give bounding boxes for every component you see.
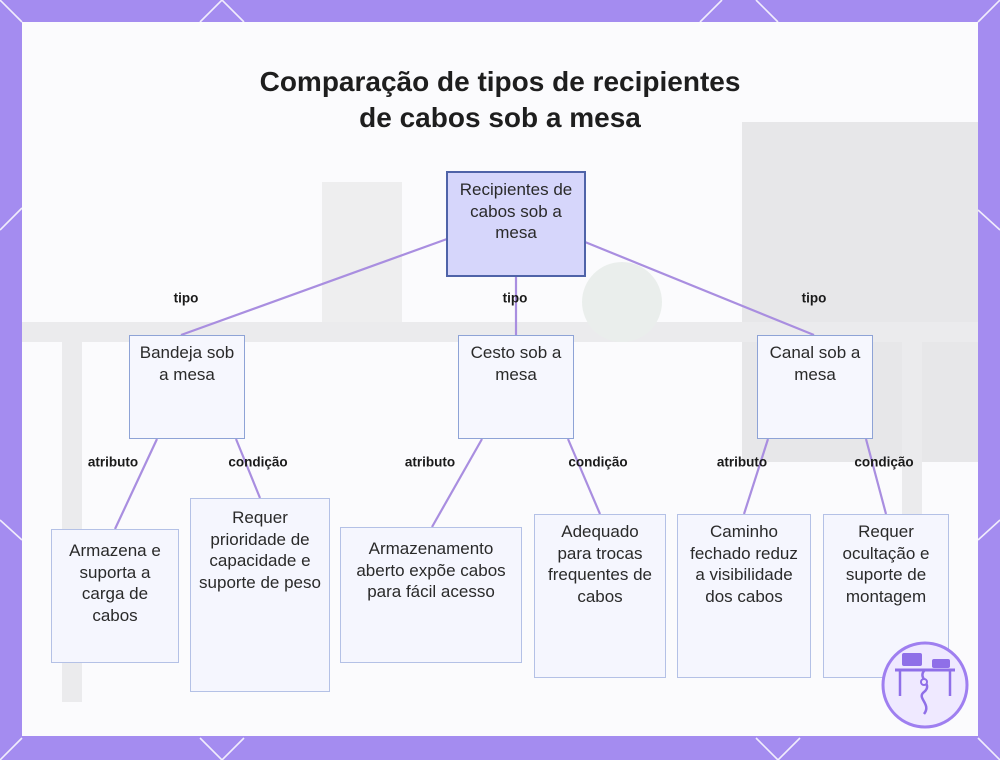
diagram-title: Comparação de tipos de recipientes de ca…: [259, 66, 741, 133]
edge-label-condicao: condição: [854, 454, 914, 470]
edge-label-condicao: condição: [228, 454, 288, 470]
edge-label-tipo: tipo: [173, 290, 199, 306]
edge-label-condicao: condição: [568, 454, 628, 470]
condition-node-label: Requer prioridade de capacidade e suport…: [199, 508, 321, 592]
edge-type-3-to-condition: [864, 438, 888, 515]
edge-type-3-to-attribute: [742, 438, 770, 515]
root-node: Recipientes de cabos sob a mesa: [446, 171, 586, 277]
type-node-label: Bandeja sob a mesa: [139, 343, 235, 384]
diagram-panel: Comparação de tipos de recipientes de ca…: [22, 22, 978, 736]
type-node-label: Cesto sob a mesa: [470, 343, 562, 384]
desk-cable-logo-icon: [881, 641, 969, 729]
attribute-node-label: Armazenamento aberto expõe cabos para fá…: [356, 539, 506, 601]
attribute-node-canal: Caminho fechado reduz a visibilidade dos…: [677, 514, 811, 678]
condition-node-bandeja: Requer prioridade de capacidade e suport…: [190, 498, 330, 692]
edge-label-atributo: atributo: [87, 454, 139, 470]
edge-label-tipo: tipo: [502, 290, 528, 306]
edge-root-to-type-1: [180, 237, 448, 337]
attribute-node-bandeja: Armazena e suporta a carga de cabos: [51, 529, 179, 663]
attribute-node-label: Armazena e suporta a carga de cabos: [69, 541, 161, 625]
condition-node-label: Requer ocultação e suporte de montagem: [842, 522, 930, 606]
type-node-label: Canal sob a mesa: [769, 343, 861, 384]
type-node-canal: Canal sob a mesa: [757, 335, 873, 439]
root-node-label: Recipientes de cabos sob a mesa: [459, 180, 573, 242]
edges-layer: [114, 237, 888, 530]
edge-label-tipo: tipo: [801, 290, 827, 306]
attribute-node-label: Caminho fechado reduz a visibilidade dos…: [690, 522, 798, 606]
edge-type-2-to-attribute: [431, 438, 483, 528]
type-node-bandeja: Bandeja sob a mesa: [129, 335, 245, 439]
type-node-cesto: Cesto sob a mesa: [458, 335, 574, 439]
edge-label-atributo: atributo: [716, 454, 768, 470]
edge-type-2-to-condition: [566, 438, 602, 515]
condition-node-label: Adequado para trocas frequentes de cabos: [548, 522, 652, 606]
attribute-node-cesto: Armazenamento aberto expõe cabos para fá…: [340, 527, 522, 663]
condition-node-cesto: Adequado para trocas frequentes de cabos: [534, 514, 666, 678]
edge-type-1-to-attribute: [114, 438, 158, 530]
edge-type-1-to-condition: [234, 438, 262, 499]
edge-label-atributo: atributo: [404, 454, 456, 470]
edge-root-to-type-3: [584, 240, 815, 337]
